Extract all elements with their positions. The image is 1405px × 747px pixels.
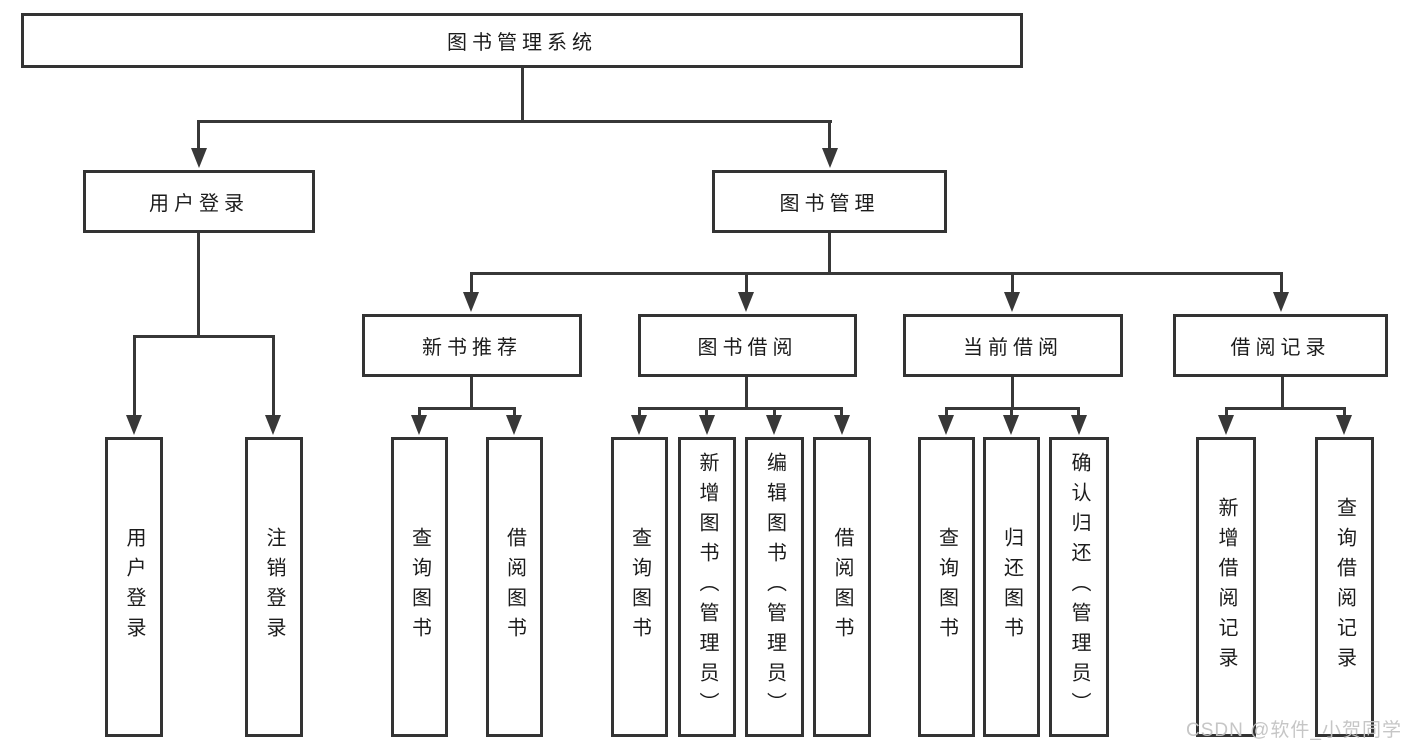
arrow-down-icon <box>834 415 850 435</box>
connector-line <box>1011 377 1014 407</box>
arrow-down-icon <box>766 415 782 435</box>
leaf-query-borrow-record: 查询借阅记录 <box>1315 437 1374 737</box>
leaf-query-books-newbook: 查询图书 <box>391 437 448 737</box>
node-label: 借阅图书 <box>831 527 853 647</box>
connector-line <box>470 377 473 407</box>
leaf-return-book: 归还图书 <box>983 437 1040 737</box>
arrow-down-icon <box>1003 415 1019 435</box>
leaf-user-login: 用户登录 <box>105 437 163 737</box>
node-label: 图书借阅 <box>697 337 798 359</box>
connector-line <box>1280 272 1283 296</box>
connector-line <box>133 335 275 338</box>
arrow-down-icon <box>1273 292 1289 312</box>
connector-line <box>828 233 831 272</box>
node-root: 图书管理系统 <box>21 13 1023 68</box>
node-book-borrow: 图书借阅 <box>638 314 857 377</box>
arrow-down-icon <box>822 148 838 168</box>
connector-line <box>1010 407 1013 419</box>
node-label: 用户登录 <box>149 193 249 215</box>
node-current-borrow: 当前借阅 <box>903 314 1123 377</box>
arrow-down-icon <box>1218 415 1234 435</box>
connector-line <box>470 272 473 296</box>
connector-line <box>638 407 641 419</box>
node-book-management: 图书管理 <box>712 170 947 233</box>
node-label: 注销登录 <box>263 527 285 647</box>
arrow-down-icon <box>1336 415 1352 435</box>
leaf-add-borrow-record: 新增借阅记录 <box>1196 437 1256 737</box>
node-label: 归还图书 <box>1000 527 1023 647</box>
node-label: 新书推荐 <box>422 337 522 359</box>
leaf-borrow-books-newbook: 借阅图书 <box>486 437 543 737</box>
connector-line <box>418 407 516 410</box>
node-label: 查询图书 <box>935 527 958 647</box>
node-label: 查询图书 <box>628 527 651 647</box>
arrow-down-icon <box>699 415 715 435</box>
connector-line <box>1225 407 1228 419</box>
arrow-down-icon <box>126 415 142 435</box>
node-label: 编辑图书（管理员） <box>763 452 786 722</box>
arrow-down-icon <box>1004 292 1020 312</box>
connector-line <box>197 233 200 335</box>
connector-line <box>470 272 1283 275</box>
connector-line <box>638 407 843 410</box>
connector-line <box>197 120 200 152</box>
arrow-down-icon <box>631 415 647 435</box>
node-label: 新增借阅记录 <box>1215 497 1237 677</box>
leaf-query-books-borrow: 查询图书 <box>611 437 668 737</box>
leaf-logout: 注销登录 <box>245 437 303 737</box>
leaf-borrow-books-borrow: 借阅图书 <box>813 437 871 737</box>
watermark: CSDN @软件_小贺同学 <box>1186 720 1402 741</box>
arrow-down-icon <box>506 415 522 435</box>
arrow-down-icon <box>463 292 479 312</box>
connector-line <box>1343 407 1346 419</box>
node-label: 用户登录 <box>123 527 145 647</box>
node-label: 当前借阅 <box>963 337 1063 359</box>
node-label: 新增图书（管理员） <box>696 452 718 722</box>
node-label: 借阅图书 <box>503 527 526 647</box>
connector-line <box>828 120 831 152</box>
arrow-down-icon <box>738 292 754 312</box>
connector-line <box>945 407 948 419</box>
leaf-edit-book-admin: 编辑图书（管理员） <box>745 437 804 737</box>
connector-line <box>133 335 136 419</box>
connector-line <box>745 377 748 407</box>
connector-line <box>1225 407 1346 410</box>
connector-line <box>1011 272 1014 296</box>
node-borrow-records: 借阅记录 <box>1173 314 1388 377</box>
arrow-down-icon <box>191 148 207 168</box>
node-label: 查询图书 <box>408 527 431 647</box>
leaf-add-book-admin: 新增图书（管理员） <box>678 437 736 737</box>
connector-line <box>1077 407 1080 419</box>
node-label: 查询借阅记录 <box>1333 497 1356 677</box>
connector-line <box>840 407 843 419</box>
connector-line <box>521 68 524 121</box>
arrow-down-icon <box>938 415 954 435</box>
node-label: 图书管理系统 <box>447 32 597 54</box>
connector-line <box>773 407 776 419</box>
connector-line <box>197 120 832 123</box>
arrow-down-icon <box>1071 415 1087 435</box>
node-label: 确认归还（管理员） <box>1068 452 1090 722</box>
connector-line <box>513 407 516 419</box>
node-new-book-recommend: 新书推荐 <box>362 314 582 377</box>
connector-line <box>1281 377 1284 407</box>
node-user-login: 用户登录 <box>83 170 315 233</box>
node-label: 图书管理 <box>779 193 880 215</box>
leaf-query-books-current: 查询图书 <box>918 437 975 737</box>
arrow-down-icon <box>265 415 281 435</box>
node-label: 借阅记录 <box>1230 337 1331 359</box>
connector-line <box>745 272 748 296</box>
connector-line <box>272 335 275 419</box>
arrow-down-icon <box>411 415 427 435</box>
connector-line <box>418 407 421 419</box>
leaf-confirm-return-admin: 确认归还（管理员） <box>1049 437 1109 737</box>
connector-line <box>705 407 708 419</box>
